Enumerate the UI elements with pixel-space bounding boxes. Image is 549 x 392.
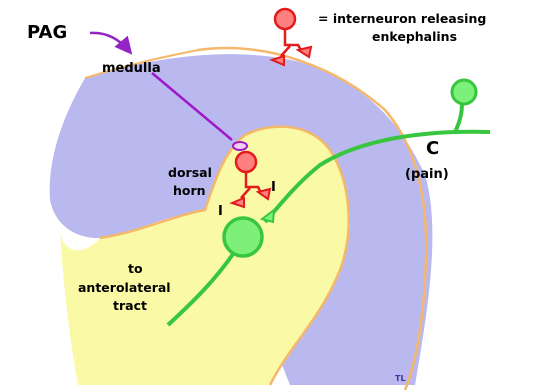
label-horn: horn xyxy=(173,183,206,198)
legend-line-1: = interneuron releasing xyxy=(318,11,486,26)
interneuron-symbol-icon xyxy=(272,9,311,65)
label-tract: tract xyxy=(113,298,147,313)
author-initials: TL xyxy=(395,374,406,383)
label-to: to xyxy=(128,261,143,276)
c-fiber-soma-stem xyxy=(455,104,462,132)
label-dorsal: dorsal xyxy=(168,165,212,180)
label-pag: PAG xyxy=(27,22,67,43)
label-fiber-c: C xyxy=(426,138,439,159)
label-inhibit-left: I xyxy=(218,204,223,219)
medulla-axon-terminal xyxy=(233,142,247,150)
legend-line-2: enkephalins xyxy=(372,29,457,44)
label-anterolateral: anterolateral xyxy=(78,280,171,295)
projection-neuron-cell-body xyxy=(224,218,262,256)
c-fiber-cell-body xyxy=(452,80,476,104)
curved-arrow-icon xyxy=(90,33,130,52)
label-medulla: medulla xyxy=(102,61,161,76)
label-inhibit-right: I xyxy=(271,180,276,195)
label-pain: (pain) xyxy=(405,167,449,182)
